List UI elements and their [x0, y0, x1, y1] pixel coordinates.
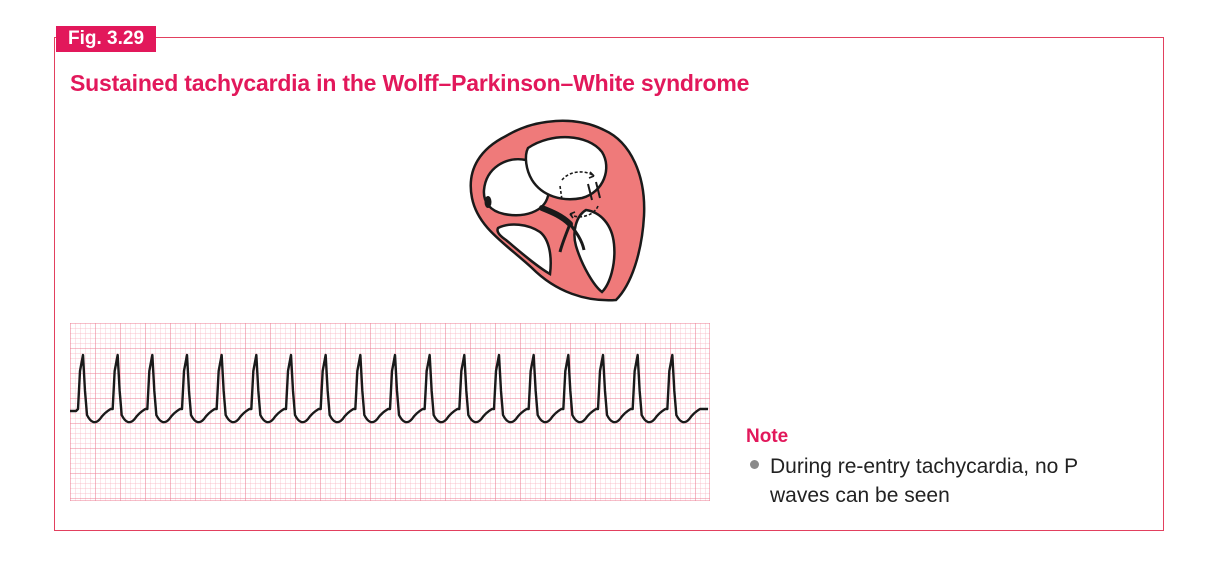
ecg-trace [70, 353, 708, 424]
left-bundle-branch [568, 223, 586, 251]
bullet-icon [750, 460, 759, 469]
ecg-waveform [70, 353, 708, 424]
note-bullet-text: During re-entry tachycardia, no P waves … [770, 455, 1078, 507]
note-label: Note [746, 426, 789, 447]
figure-title: Sustained tachycardia in the Wolff–Parki… [70, 70, 750, 96]
reentry-arrowhead-bottom [569, 211, 576, 219]
reentry-arrow-left [559, 185, 563, 201]
heart-illustration [469, 119, 646, 302]
left-atrium [524, 136, 608, 201]
accessory-pathway [587, 181, 601, 201]
left-ventricle [573, 208, 616, 294]
right-ventricle [496, 223, 552, 277]
figure-label: Fig. 3.29 [56, 26, 157, 52]
reentry-arrowhead-top [588, 171, 595, 179]
sinus-node [484, 196, 492, 208]
reentry-arrow-bottom [569, 205, 599, 218]
ecg-grid [70, 323, 710, 501]
right-bundle-branch [558, 223, 572, 253]
figure-frame [54, 37, 1164, 531]
ecg-strip [70, 323, 710, 501]
av-node [539, 205, 573, 227]
